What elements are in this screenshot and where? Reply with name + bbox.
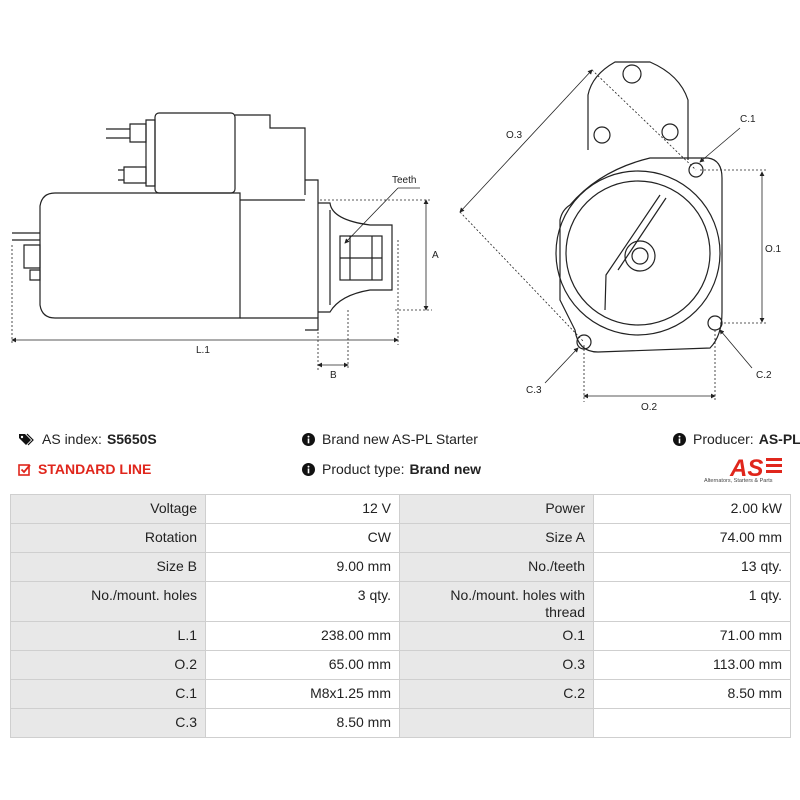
- spec-value: 1 qty.: [593, 581, 791, 622]
- label-teeth: Teeth: [392, 175, 416, 186]
- producer: Producer: AS-PL: [673, 431, 800, 447]
- label-o3: O.3: [506, 130, 523, 141]
- label-l1: L.1: [196, 345, 210, 356]
- spec-value: 12 V: [205, 494, 400, 524]
- spec-value: 8.50 mm: [205, 708, 400, 738]
- spec-value: 2.00 kW: [593, 494, 791, 524]
- label-c3: C.3: [526, 385, 542, 396]
- spec-value: 65.00 mm: [205, 650, 400, 680]
- spec-value: 13 qty.: [593, 552, 791, 582]
- table-row: Voltage 12 V Power 2.00 kW: [10, 494, 791, 524]
- info-icon: [302, 462, 315, 476]
- table-row: No./mount. holes 3 qty. No./mount. holes…: [10, 581, 791, 622]
- product-type-label: Product type:: [322, 461, 405, 477]
- label-c1: C.1: [740, 114, 756, 125]
- as-index-label: AS index:: [42, 431, 102, 447]
- table-row: Rotation CW Size A 74.00 mm: [10, 523, 791, 553]
- spec-label: No./mount. holes with thread: [399, 581, 594, 622]
- table-row: Size B 9.00 mm No./teeth 13 qty.: [10, 552, 791, 582]
- label-o2: O.2: [641, 402, 658, 413]
- spec-label: Size A: [399, 523, 594, 553]
- table-row: O.2 65.00 mm O.3 113.00 mm: [10, 650, 791, 680]
- producer-value: AS-PL: [758, 431, 800, 447]
- info-icon: [302, 432, 315, 446]
- as-index-value: S5650S: [106, 431, 157, 447]
- tag-icon: [18, 433, 35, 446]
- spec-label: No./teeth: [399, 552, 594, 582]
- product-type: Product type: Brand new: [302, 461, 481, 477]
- spec-label: Size B: [10, 552, 206, 582]
- spec-label: Power: [399, 494, 594, 524]
- table-row: C.1 M8x1.25 mm C.2 8.50 mm: [10, 679, 791, 709]
- svg-text:AS: AS: [729, 455, 763, 482]
- spec-label: Rotation: [10, 523, 206, 553]
- label-c2: C.2: [756, 370, 772, 381]
- spec-label: O.2: [10, 650, 206, 680]
- label-a: A: [432, 250, 439, 261]
- info-icon: [673, 432, 686, 446]
- spec-label: C.3: [10, 708, 206, 738]
- brand: Brand new AS-PL Starter: [302, 431, 478, 447]
- spec-value: 238.00 mm: [205, 621, 400, 651]
- table-row: L.1 238.00 mm O.1 71.00 mm: [10, 621, 791, 651]
- spec-label: No./mount. holes: [10, 581, 206, 622]
- side-view: [12, 112, 393, 331]
- table-row: C.3 8.50 mm: [10, 708, 791, 738]
- standard-line: STANDARD LINE: [18, 461, 151, 477]
- producer-label: Producer:: [693, 431, 754, 447]
- logo-tagline: Alternators, Starters & Parts: [704, 478, 773, 484]
- spec-value: 9.00 mm: [205, 552, 400, 582]
- as-pl-logo: AS: [729, 455, 782, 482]
- spec-label: C.2: [399, 679, 594, 709]
- check-square-icon: [18, 463, 31, 476]
- starter-technical-drawing: Teeth A L.1 B O.3 C.1 O.1 C.2 C.3 O.2: [11, 61, 782, 413]
- brand-text: Brand new AS-PL Starter: [322, 431, 478, 447]
- front-view: [555, 61, 723, 353]
- spec-value: 74.00 mm: [593, 523, 791, 553]
- spec-value: 8.50 mm: [593, 679, 791, 709]
- label-b: B: [330, 370, 337, 381]
- spec-label: Voltage: [10, 494, 206, 524]
- side-view-dimensions: [11, 187, 432, 370]
- spec-label: O.3: [399, 650, 594, 680]
- spec-value: M8x1.25 mm: [205, 679, 400, 709]
- standard-line-label: STANDARD LINE: [38, 461, 152, 477]
- spec-value: CW: [205, 523, 400, 553]
- spec-label: C.1: [10, 679, 206, 709]
- spec-value: 3 qty.: [205, 581, 400, 622]
- spec-label: O.1: [399, 621, 594, 651]
- front-view-dimensions: [459, 69, 768, 402]
- product-type-value: Brand new: [409, 461, 482, 477]
- spec-label: L.1: [10, 621, 206, 651]
- label-o1: O.1: [765, 244, 782, 255]
- spec-table: Voltage 12 V Power 2.00 kW Rotation CW S…: [10, 494, 791, 738]
- spec-label: [399, 708, 594, 738]
- as-index: AS index: S5650S: [18, 431, 157, 447]
- spec-value: 71.00 mm: [593, 621, 791, 651]
- spec-value: 113.00 mm: [593, 650, 791, 680]
- spec-value: [593, 708, 791, 738]
